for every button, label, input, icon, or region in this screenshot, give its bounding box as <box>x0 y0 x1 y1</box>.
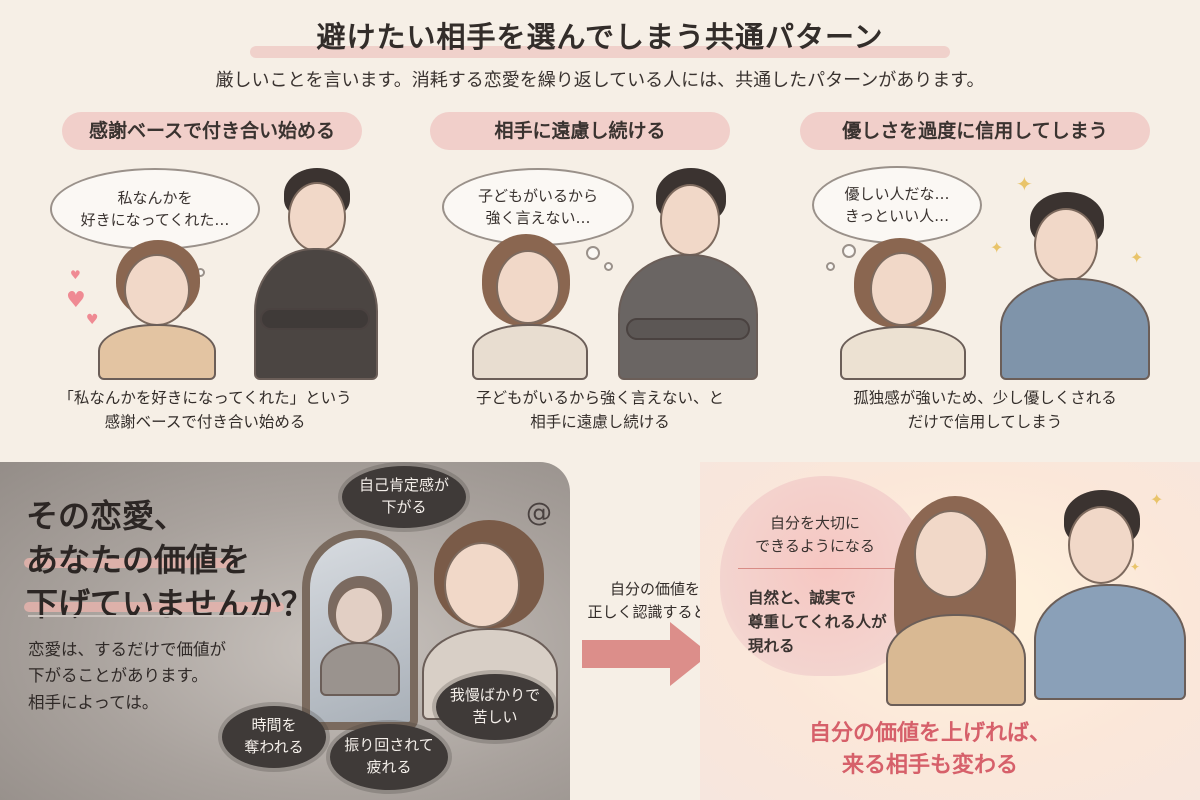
cloud-tired: 振り回されて 疲れる <box>330 724 448 790</box>
heart-icon: ♥ <box>70 268 81 282</box>
panel-1-heading: 感謝ベースで付き合い始める <box>62 112 362 150</box>
sparkle-icon: ✦ <box>1130 560 1141 574</box>
man-figure-1 <box>250 168 380 380</box>
divider <box>28 615 268 617</box>
highlight-underline <box>24 602 284 612</box>
thought-dot <box>586 246 600 260</box>
panel-3-caption: 孤独感が強いため、少し優しくされる だけで信用してしまう <box>853 389 1117 432</box>
panel-2-caption: 子どもがいるから強く言えない、と 相手に遠慮し続ける <box>475 389 724 432</box>
swirl-icon: @ <box>526 498 552 528</box>
negative-body-text: 恋愛は、するだけで価値が 下がることがあります。 相手によっては。 <box>28 640 226 712</box>
heart-icon: ♥ <box>86 312 99 328</box>
woman-figure-happy <box>880 496 1030 706</box>
woman-figure-3 <box>834 238 974 380</box>
thought-dot <box>842 244 856 258</box>
heart-icon: ♥ <box>66 288 86 313</box>
panel-2-heading: 相手に遠慮し続ける <box>430 112 730 150</box>
sparkle-icon: ✦ <box>990 238 1004 257</box>
mirror-reflection <box>320 576 400 696</box>
man-figure-3 <box>996 192 1156 380</box>
cloud-endurance: 我慢ばかりで 苦しい <box>436 674 554 740</box>
panel-3-heading: 優しさを過度に信用してしまう <box>800 112 1150 150</box>
question-line-2: あなたの価値を <box>26 541 251 579</box>
panel-1-thought-bubble: 私なんかを 好きになってくれた… <box>50 168 260 250</box>
cloud-time-stolen: 時間を 奪われる <box>222 706 326 768</box>
title-underline <box>250 46 950 58</box>
woman-figure-1 <box>98 240 228 380</box>
man-figure-happy <box>1030 490 1190 700</box>
arrow-shaft <box>582 640 672 668</box>
panel-3-thought-bubble: 優しい人だな… きっといい人… <box>812 166 982 244</box>
positive-line-2: 自然と、誠実で 尊重してくれる人が 現れる <box>748 589 887 656</box>
sparkle-icon: ✦ <box>1150 490 1164 509</box>
cloud-self-esteem: 自己肯定感が 下がる <box>342 466 466 528</box>
highlight-underline <box>24 558 234 568</box>
man-figure-2 <box>612 168 762 380</box>
panel-1-caption: 「私なんかを好きになってくれた」という 感謝ベースで付き合い始める <box>58 389 352 432</box>
page-title: 避けたい相手を選んでしまう共通パターン <box>316 20 884 54</box>
sparkle-icon: ✦ <box>1016 172 1033 196</box>
woman-figure-2 <box>468 234 598 380</box>
arrow-text: 自分の価値を 正しく認識すると… <box>587 580 723 622</box>
conclusion-text: 自分の価値を上げれば、 来る相手も変わる <box>808 721 1051 778</box>
thought-dot <box>826 262 835 271</box>
question-line-1: その恋愛、 <box>26 497 187 535</box>
question-line-3: 下げていませんか？ <box>26 585 314 623</box>
sparkle-icon: ✦ <box>1130 248 1144 267</box>
positive-arrow-line <box>738 568 898 569</box>
thought-dot <box>604 262 613 271</box>
positive-line-1: 自分を大切に できるようになる <box>755 514 875 555</box>
page-subtitle: 厳しいことを言います。消耗する恋愛を繰り返している人には、共通したパターンがあり… <box>215 70 985 91</box>
